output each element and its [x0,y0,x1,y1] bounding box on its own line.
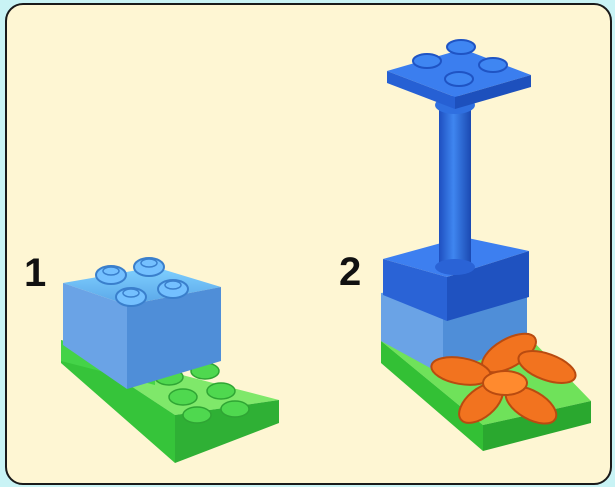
step-1-model [61,258,279,463]
step-2-model [381,40,591,451]
blue-pillar [435,96,475,275]
instruction-panel: 1 2 [5,3,612,485]
build-illustration [7,5,612,485]
blue-top-plate [387,40,531,109]
